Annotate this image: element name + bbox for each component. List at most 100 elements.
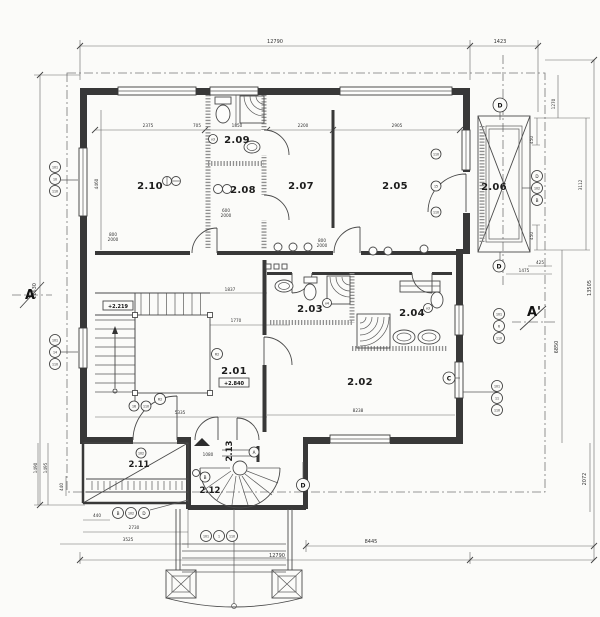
dim-bottom-main: 12790 <box>269 553 285 559</box>
terrace-bottom-left <box>81 442 189 505</box>
railing-bubble-r2: R2 <box>158 398 162 402</box>
railing-bubble-r2: R2 <box>215 353 219 357</box>
axis-bubble-c: C <box>447 376 452 383</box>
grid-bubble: 1 <box>218 535 220 539</box>
terrace-right <box>477 115 531 253</box>
room-label-2-10: 2.10 <box>137 181 163 192</box>
dim-row-2200: 2200 <box>298 123 309 128</box>
dim-t211-off: 440 <box>93 513 101 518</box>
dim-t211-total: 3525 <box>123 537 134 542</box>
grid-bubble: 6 <box>498 325 500 329</box>
section-marks: A A' <box>12 281 556 331</box>
room-label-2-04: 2.04 <box>399 308 425 319</box>
entrance-stairs <box>165 509 303 609</box>
room-label-2-02: 2.02 <box>347 377 373 388</box>
window-tag: 110 <box>433 211 439 215</box>
section-mark-a-prime: A' <box>527 305 541 320</box>
grid-bubble: 101 <box>496 313 502 317</box>
dim-left-total: 11630 <box>32 283 38 299</box>
axis-bubble-d: D <box>498 103 503 110</box>
dim-hall-1770: 1770 <box>231 318 242 323</box>
window-tag: 15 <box>434 185 438 189</box>
dim-right-low: 2072 <box>582 473 588 486</box>
axis-bubble-d: D <box>497 264 502 271</box>
grid-bubble: 102 <box>534 187 540 191</box>
grid-bubble: 16 <box>132 405 136 409</box>
room-label-2-12: 2.12 <box>200 486 221 496</box>
room-label-2-05: 2.05 <box>382 181 408 192</box>
dim-right-top: 1270 <box>551 98 556 109</box>
section-mark-a: A <box>25 288 35 303</box>
room-label-2-09: 2.09 <box>224 135 250 146</box>
door-size-2-h: 2000 <box>221 213 232 218</box>
vent-tag-v3: v3 <box>426 307 430 311</box>
dim-top-right: 1423 <box>494 39 507 45</box>
grid-bubbles: 101 10 110 101 14 110 101 6 110 101 11 1… <box>49 97 543 542</box>
dim-t211-width: 2730 <box>129 525 140 530</box>
main-staircase <box>95 292 213 401</box>
dim-room210-h: 4460 <box>94 178 99 189</box>
dimension-labels: 12790 1423 11630 13505 1270 450 3112 450… <box>32 39 593 559</box>
grid-bubble: 110 <box>229 535 235 539</box>
grid-bubble: B <box>536 198 539 203</box>
window-tag: 110 <box>433 153 439 157</box>
door-size-3-h: 2000 <box>317 243 328 248</box>
windows <box>78 86 471 444</box>
grid-bubble: 14 <box>53 351 57 355</box>
dim-row-2375: 2375 <box>143 123 154 128</box>
dim-hall-5335: 5335 <box>175 410 186 415</box>
grid-bubble: 101 <box>203 535 209 539</box>
grid-bubble: 110 <box>494 409 500 413</box>
axis-bubble-d: D <box>301 483 306 490</box>
grid-bubble: D <box>535 174 538 179</box>
grid-bubble: 11 <box>495 397 499 401</box>
door-size-3-w: 800 <box>318 238 326 243</box>
room-label-2-01: 2.01 <box>221 366 247 377</box>
fixtures <box>162 95 444 477</box>
dimension-lines <box>34 40 598 564</box>
room-label-2-06: 2.06 <box>481 182 507 193</box>
grid-bubble: B <box>117 511 120 516</box>
dim-hall-1837: 1837 <box>225 287 236 292</box>
dim-stair-1080: 1080 <box>203 452 214 457</box>
room-label-2-13: 2.13 <box>225 440 235 461</box>
grid-bubble: 110 <box>496 337 502 341</box>
tag-bubble-102: 102 <box>138 452 144 456</box>
room-label-2-03: 2.03 <box>297 304 323 315</box>
room-label-2-11: 2.11 <box>129 460 150 470</box>
grid-bubble: 102 <box>128 512 134 516</box>
grid-bubble: 101 <box>494 385 500 389</box>
grid-bubble: 110 <box>52 363 58 367</box>
doors <box>132 129 467 441</box>
dim-right-mid: 6850 <box>554 341 560 354</box>
door-size-1-w: 800 <box>109 232 117 237</box>
dim-under-terrace-a: 425 <box>536 260 544 265</box>
dim-under-terrace-b: 1475 <box>519 268 530 273</box>
level-label-hall: +2.840 <box>224 381 245 387</box>
dim-right-total: 13505 <box>587 280 593 296</box>
grid-bubble: 101 <box>52 339 58 343</box>
tag-bubble-b: B <box>204 475 207 480</box>
grid-bubble: D <box>142 511 145 516</box>
room-label-2-07: 2.07 <box>288 181 314 192</box>
dim-room202-w: 8238 <box>353 408 364 413</box>
room-labels: 2.01 +2.840 +2.219 2.02 2.03 2.04 2.05 2… <box>108 135 507 496</box>
tag-bubble-a: A <box>253 450 256 455</box>
dim-right-450b: 450 <box>529 232 534 240</box>
dim-terrace-height: 3112 <box>578 179 583 190</box>
door-size-2-w: 600 <box>222 208 230 213</box>
dim-row-705: 705 <box>193 123 201 128</box>
porch-winder-stair <box>194 438 281 509</box>
dim-right-450a: 450 <box>529 136 534 144</box>
room-label-2-08: 2.08 <box>230 185 256 196</box>
dim-row-2905: 2905 <box>392 123 403 128</box>
grid-bubble: 110 <box>52 190 58 194</box>
grid-bubble: 10 <box>53 178 57 182</box>
door-size-1-h: 2000 <box>108 237 119 242</box>
dim-bottom-right: 8445 <box>365 539 378 545</box>
dim-t211-h2: 1495 <box>43 462 48 473</box>
vent-tag-v4: v4 <box>325 302 329 306</box>
grid-bubble: 110 <box>143 405 149 409</box>
